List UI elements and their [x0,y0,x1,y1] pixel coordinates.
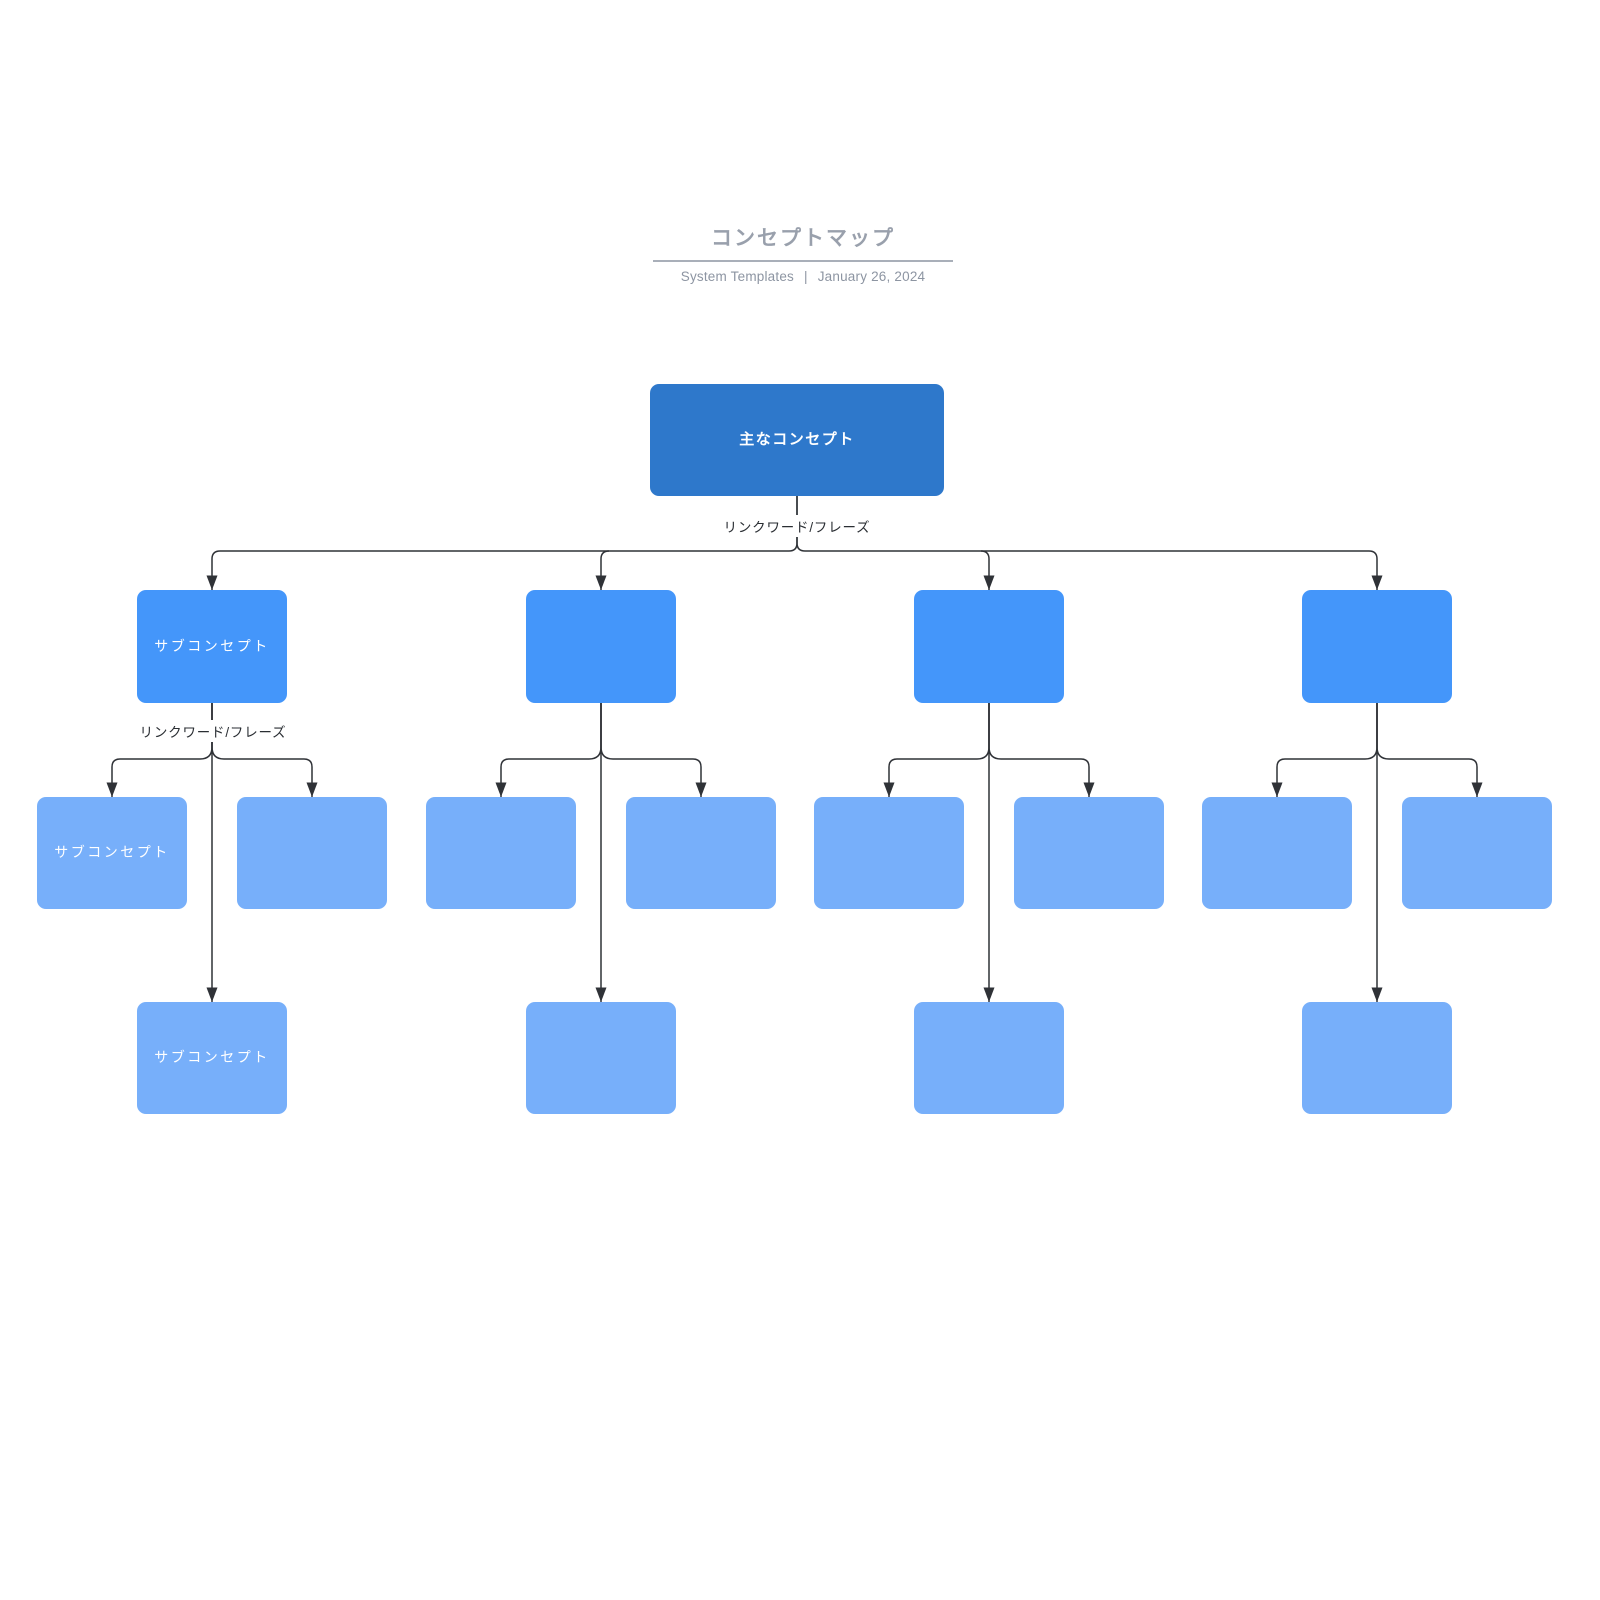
node-leaf-1a[interactable]: サブコンセプト [37,797,187,909]
connector-branch2-right[interactable] [600,703,707,797]
node-leaf-3a[interactable] [814,797,964,909]
doc-header: コンセプトマップ System Templates | January 26, 20… [653,222,953,284]
connector-main-to-sub4[interactable] [796,496,1383,590]
connector-rail-to-sub2[interactable] [595,550,610,590]
node-leaf-1b[interactable] [237,797,387,909]
node-main-concept[interactable]: 主なコンセプト [650,384,944,496]
title-underline [653,260,953,262]
connector-main-to-sub1[interactable] [206,496,798,590]
connector-branch3-left[interactable] [883,703,990,797]
link-label-branch1[interactable]: リンクワード/フレーズ [135,720,291,742]
node-bottom-2[interactable] [526,1002,676,1114]
connector-branch3-right[interactable] [988,703,1095,797]
node-leaf-4a[interactable] [1202,797,1352,909]
node-bottom-3[interactable] [914,1002,1064,1114]
node-sub-concept-2[interactable] [526,590,676,703]
meta-author: System Templates [680,269,794,284]
page-title: コンセプトマップ [711,227,895,250]
meta-date: January 26, 2024 [817,269,926,284]
connector-branch4-right[interactable] [1376,703,1483,797]
node-bottom-1[interactable]: サブコンセプト [137,1002,287,1114]
connector-branch1-right[interactable] [211,703,318,797]
node-leaf-3b[interactable] [1014,797,1164,909]
connector-branch1-left[interactable] [106,703,213,797]
node-leaf-2b[interactable] [626,797,776,909]
node-sub-concept-3[interactable] [914,590,1064,703]
connector-branch2-left[interactable] [495,703,602,797]
doc-meta: System Templates | January 26, 2024 [653,269,953,284]
meta-separator: | [804,269,808,284]
node-leaf-4b[interactable] [1402,797,1552,909]
node-sub-concept-4[interactable] [1302,590,1452,703]
node-bottom-4[interactable] [1302,1002,1452,1114]
link-label-top[interactable]: リンクワード/フレーズ [719,515,875,537]
node-sub-concept-1[interactable]: サブコンセプト [137,590,287,703]
connector-branch4-left[interactable] [1271,703,1378,797]
connector-rail-to-sub3[interactable] [980,550,995,590]
node-leaf-2a[interactable] [426,797,576,909]
